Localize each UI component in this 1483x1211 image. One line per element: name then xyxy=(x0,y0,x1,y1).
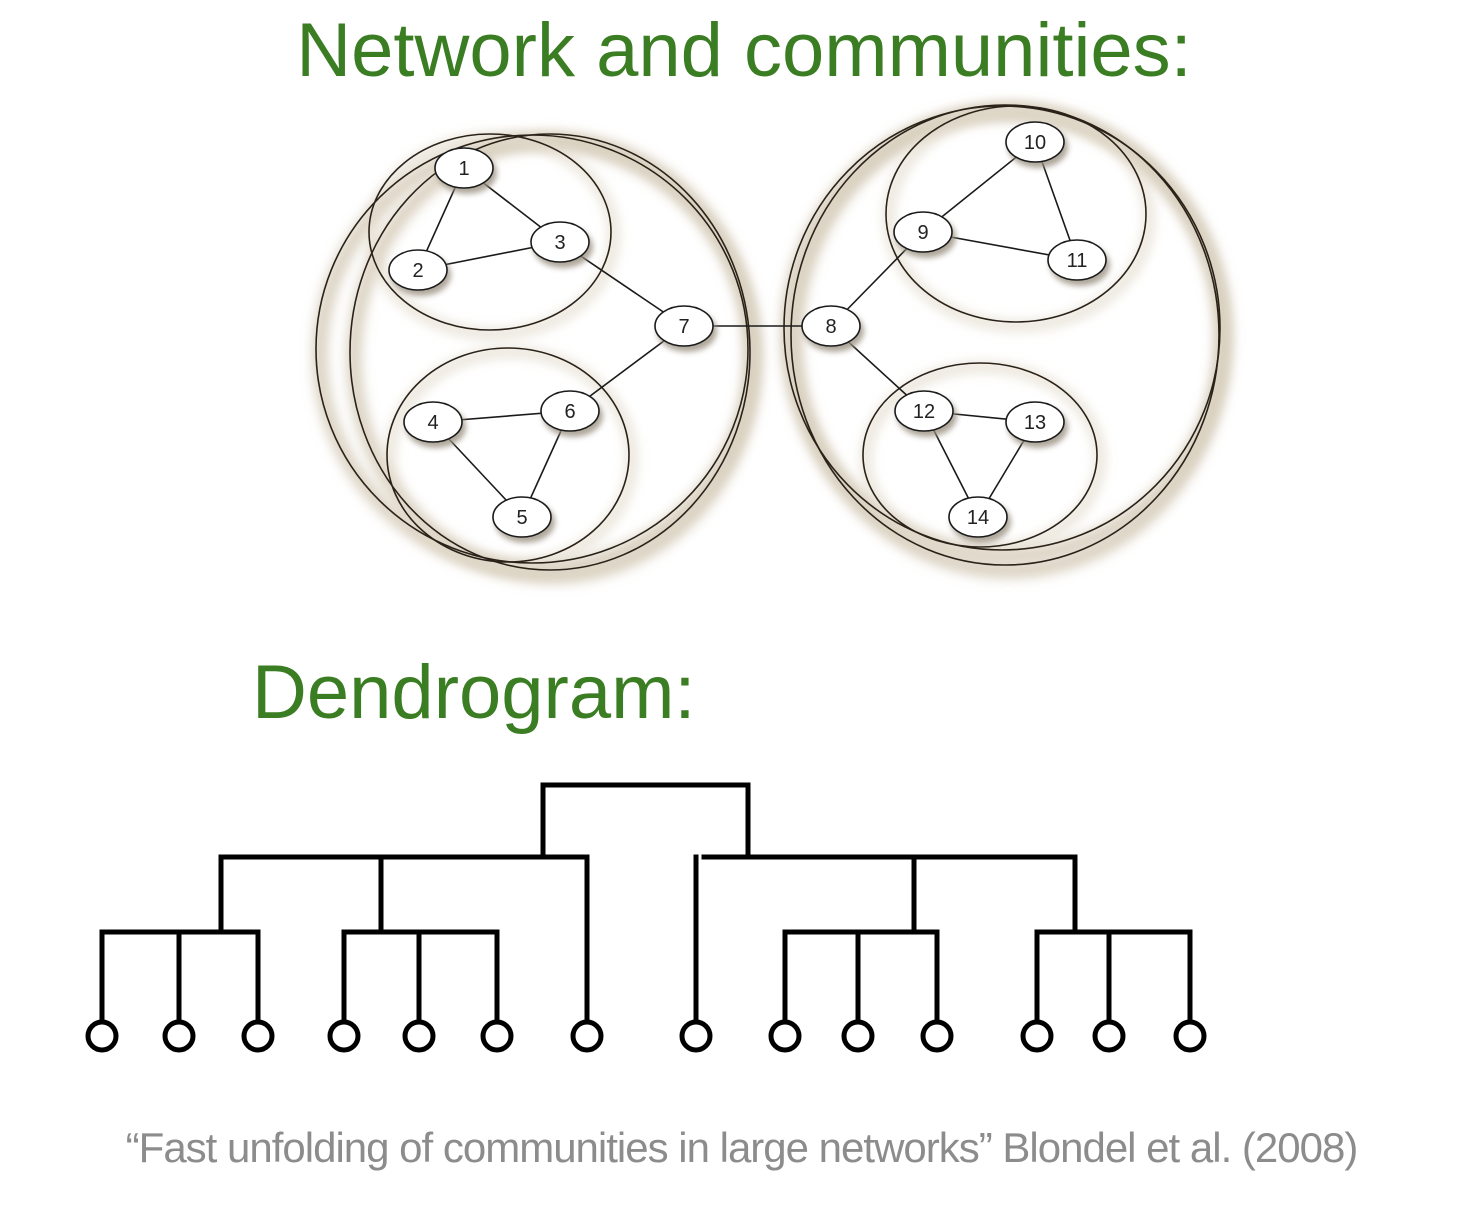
node-label: 10 xyxy=(1024,132,1046,154)
node-7: 7 xyxy=(654,305,717,352)
community-circles xyxy=(315,104,1221,571)
node-8: 8 xyxy=(801,305,864,352)
node-11: 11 xyxy=(1047,239,1110,286)
dendrogram-leaf xyxy=(241,1019,275,1053)
node-12: 12 xyxy=(894,390,957,437)
node-9: 9 xyxy=(893,211,956,258)
community-halo xyxy=(862,363,1104,555)
node-2: 2 xyxy=(388,249,451,296)
node-circle xyxy=(1005,401,1065,443)
node-label: 14 xyxy=(967,507,989,529)
dendrogram-branches xyxy=(99,782,1193,1024)
community-circle-level-1 xyxy=(862,362,1098,548)
dendrogram-title: Dendrogram: xyxy=(252,650,696,735)
node-label: 8 xyxy=(825,316,836,338)
node-circle xyxy=(1005,121,1065,163)
dendrogram-leaf xyxy=(768,1019,802,1053)
dendrogram-leaf xyxy=(85,1019,119,1053)
node-circle xyxy=(492,496,552,538)
node-label: 7 xyxy=(678,316,689,338)
node-1: 1 xyxy=(434,147,497,194)
node-10: 10 xyxy=(1005,121,1068,168)
node-3: 3 xyxy=(530,221,593,268)
node-label: 13 xyxy=(1024,412,1046,434)
node-4: 4 xyxy=(403,401,466,448)
dendrogram-leaf xyxy=(480,1019,514,1053)
node-circle xyxy=(654,305,714,347)
network-title: Network and communities: xyxy=(296,8,1192,93)
community-circle-level-2 xyxy=(783,105,1221,551)
dendrogram-leaf xyxy=(570,1019,604,1053)
node-circle xyxy=(801,305,861,347)
node-label: 3 xyxy=(554,232,565,254)
node-circle xyxy=(540,390,600,432)
node-label: 1 xyxy=(458,158,469,180)
dendrogram-leaf xyxy=(1173,1019,1207,1053)
node-circle xyxy=(403,401,463,443)
dendrogram-leaf xyxy=(841,1019,875,1053)
community-circle-outline xyxy=(790,104,1220,566)
node-label: 9 xyxy=(917,222,928,244)
node-14: 14 xyxy=(948,496,1011,543)
node-circle xyxy=(388,249,448,291)
dendrogram-leaf xyxy=(1020,1019,1054,1053)
dendrogram-leaf xyxy=(920,1019,954,1053)
community-halos xyxy=(313,104,1231,583)
dendrogram-leaf xyxy=(402,1019,436,1053)
node-circle xyxy=(948,496,1008,538)
node-5: 5 xyxy=(492,496,555,543)
node-circle xyxy=(893,211,953,253)
node-label: 11 xyxy=(1067,250,1088,272)
node-label: 12 xyxy=(913,401,935,423)
node-circle xyxy=(434,147,494,189)
community-halo xyxy=(885,106,1153,330)
dendrogram-leaves xyxy=(85,1019,1207,1053)
node-6: 6 xyxy=(540,390,603,437)
node-circle xyxy=(530,221,590,263)
community-circle-outline xyxy=(349,133,751,571)
node-label: 5 xyxy=(516,507,527,529)
node-label: 4 xyxy=(427,412,438,434)
dendrogram-leaf xyxy=(162,1019,196,1053)
dendrogram-leaf xyxy=(679,1019,713,1053)
dendrogram-leaf xyxy=(1092,1019,1126,1053)
community-halo xyxy=(347,133,761,583)
dendrogram-leaf xyxy=(327,1019,361,1053)
node-13: 13 xyxy=(1005,401,1068,448)
node-circle xyxy=(894,390,954,432)
node-circle xyxy=(1047,239,1107,281)
node-label: 6 xyxy=(564,401,575,423)
community-circle-level-1 xyxy=(368,133,612,331)
citation: “Fast unfolding of communities in large … xyxy=(125,1124,1359,1171)
node-label: 2 xyxy=(412,260,423,282)
